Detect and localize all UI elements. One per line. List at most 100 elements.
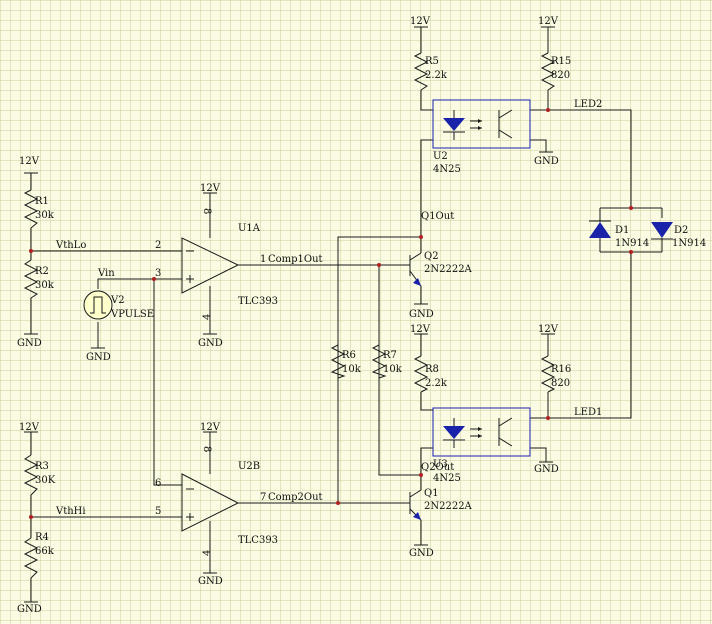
diode-part: 1N914 xyxy=(615,238,649,249)
resistor-ref: R16 xyxy=(551,364,571,375)
diode-ref: D1 xyxy=(615,225,629,236)
resistor-ref: R4 xyxy=(35,532,49,543)
wires xyxy=(30,27,663,602)
resistor-r16[interactable]: R16 820 xyxy=(540,355,571,393)
resistor-value: 30K xyxy=(35,475,56,486)
ground-label: GND xyxy=(17,604,42,615)
pin-number: 7 xyxy=(260,492,266,503)
transistor-part: 2N2222A xyxy=(424,264,473,275)
vcc-symbol: 12V xyxy=(410,16,431,28)
vcc-symbol: 12V xyxy=(200,422,221,433)
ground-symbol: GND xyxy=(534,461,559,475)
vcc-label: 12V xyxy=(410,16,431,27)
pin-number: 4 xyxy=(202,314,213,320)
optocoupler-part: 4N25 xyxy=(433,164,461,175)
resistor-r2[interactable]: R2 30k xyxy=(23,259,55,299)
vcc-symbol: 12V xyxy=(19,156,40,174)
ground-label: GND xyxy=(198,338,223,349)
vcc-symbol: 12V xyxy=(410,324,431,335)
ground-symbol: GND xyxy=(534,151,559,167)
comparator-ref: U2B xyxy=(238,461,260,472)
transistor-q1[interactable]: Q1 2N2222A xyxy=(409,488,473,521)
junctions xyxy=(29,108,633,519)
pin-number: 1 xyxy=(260,254,266,265)
resistor-ref: R3 xyxy=(35,461,49,472)
ground-label: GND xyxy=(409,309,434,320)
resistor-value: 30k xyxy=(35,280,55,291)
resistor-r7[interactable]: R7 10k xyxy=(371,344,403,379)
resistor-value: 820 xyxy=(551,70,570,81)
resistor-r1[interactable]: R1 30k xyxy=(23,189,55,229)
vcc-label: 12V xyxy=(200,183,221,194)
ground-label: GND xyxy=(17,338,42,349)
source-ref: V2 xyxy=(110,295,125,306)
resistor-r4[interactable]: R4 66k xyxy=(23,532,55,579)
resistor-value: 30k xyxy=(35,210,55,221)
pulse-source-v2[interactable]: V2 VPULSE xyxy=(83,290,154,320)
ground-label: GND xyxy=(409,548,434,559)
resistor-ref: R15 xyxy=(551,56,571,67)
optocoupler-ref: U3 xyxy=(433,459,448,470)
pin-number: 6 xyxy=(155,478,161,489)
resistor-ref: R2 xyxy=(35,266,49,277)
diode-part: 1N914 xyxy=(672,238,706,249)
net-label-led2: LED2 xyxy=(574,99,602,110)
pin-number: 8 xyxy=(201,208,212,214)
transistor-ref: Q2 xyxy=(424,251,439,262)
vcc-label: 12V xyxy=(538,324,559,335)
net-label-comp2out: Comp2Out xyxy=(268,492,323,503)
optocoupler-u3[interactable]: U3 4N25 xyxy=(432,407,531,484)
net-label-comp1out: Comp1Out xyxy=(268,254,323,265)
net-label-vin: Vin xyxy=(97,268,115,279)
transistor-ref: Q1 xyxy=(424,488,439,499)
net-label-led1: LED1 xyxy=(574,407,602,418)
ground-symbol: GND xyxy=(409,303,434,320)
resistor-ref: R1 xyxy=(35,196,49,207)
vcc-symbol: 12V xyxy=(200,183,221,194)
vcc-label: 12V xyxy=(410,324,431,335)
comparator-u1a[interactable]: 2 3 1 8 4 U1A TLC393 xyxy=(155,208,278,320)
diode-d2[interactable]: D2 1N914 xyxy=(651,222,706,249)
resistor-ref: R6 xyxy=(342,350,356,361)
resistor-value: 10k xyxy=(342,364,362,375)
ground-symbol: GND xyxy=(86,347,111,363)
resistor-r6[interactable]: R6 10k xyxy=(330,344,362,379)
ground-symbol: GND xyxy=(198,572,223,587)
vcc-label: 12V xyxy=(19,156,40,167)
pin-number: 4 xyxy=(202,550,213,556)
vcc-symbol: 12V xyxy=(19,422,40,433)
vcc-label: 12V xyxy=(19,422,40,433)
net-label-q2out: Q2Out xyxy=(421,462,454,473)
comparator-u2b[interactable]: 6 5 7 8 4 U2B TLC393 xyxy=(155,446,278,556)
ground-label: GND xyxy=(198,576,223,587)
resistor-value: 2.2k xyxy=(425,378,448,389)
ground-symbol: GND xyxy=(17,601,42,615)
net-labels: VthLo VthHi Vin Comp1Out Comp2Out Q1Out … xyxy=(55,99,602,517)
resistor-value: 66k xyxy=(35,546,55,557)
comparator-ref: U1A xyxy=(238,223,261,234)
source-part: VPULSE xyxy=(110,309,154,320)
resistor-value: 820 xyxy=(551,378,570,389)
resistor-value: 10k xyxy=(383,364,403,375)
transistor-q2[interactable]: Q2 2N2222A xyxy=(409,251,473,287)
diode-d1[interactable]: D1 1N914 xyxy=(589,218,649,249)
net-label-vthlo: VthLo xyxy=(55,240,86,251)
pin-number: 2 xyxy=(155,240,161,251)
vcc-symbol: 12V xyxy=(538,16,559,28)
optocoupler-u2[interactable]: U2 4N25 xyxy=(432,99,531,175)
resistor-ref: R5 xyxy=(425,56,439,67)
ground-symbol: GND xyxy=(17,333,42,349)
resistor-ref: R7 xyxy=(383,350,397,361)
pin-number: 5 xyxy=(155,506,161,517)
resistor-r8[interactable]: R8 2.2k xyxy=(413,355,448,393)
resistor-r5[interactable]: R5 2.2k xyxy=(413,52,448,91)
resistor-ref: R8 xyxy=(425,364,439,375)
diode-ref: D2 xyxy=(674,225,688,236)
vcc-label: 12V xyxy=(200,422,221,433)
comparator-part: TLC393 xyxy=(238,296,278,307)
resistor-r3[interactable]: R3 30K xyxy=(23,454,56,496)
ground-symbol: GND xyxy=(409,544,434,559)
net-label-vthhi: VthHi xyxy=(55,506,86,517)
resistor-r15[interactable]: R15 820 xyxy=(540,52,571,91)
